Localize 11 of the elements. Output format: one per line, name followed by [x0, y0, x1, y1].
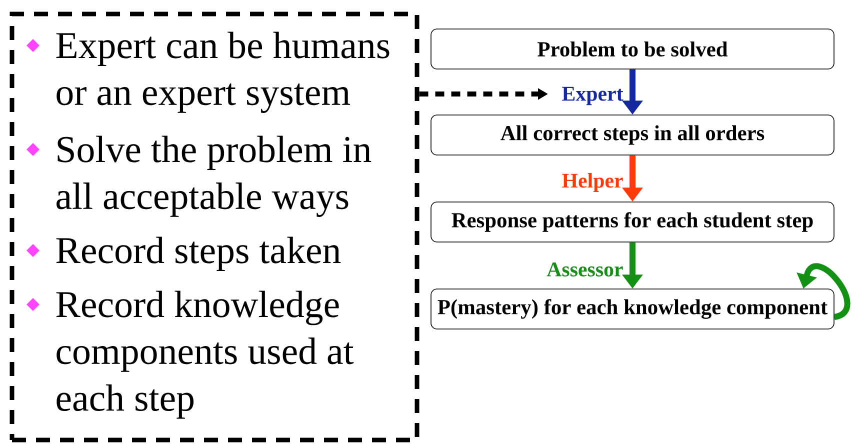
bullet-text: Record knowledge components used at each step — [56, 290, 354, 419]
bullet-text: Solve the problem in all acceptable ways — [56, 136, 372, 217]
bullet-text: Expert can be humans or an expert system — [56, 32, 390, 113]
process-box: Response patterns for each student step — [430, 202, 834, 242]
edge-label: Helper — [562, 173, 623, 192]
process-box: Problem to be solved — [430, 28, 834, 70]
process-box: All correct steps in all orders — [430, 114, 834, 156]
process-box: P(mastery) for each knowledge component — [430, 288, 834, 330]
bullet-text: Record steps taken — [56, 236, 341, 272]
edge-label: Assessor — [546, 262, 623, 276]
edge-label: Expert — [562, 86, 624, 106]
